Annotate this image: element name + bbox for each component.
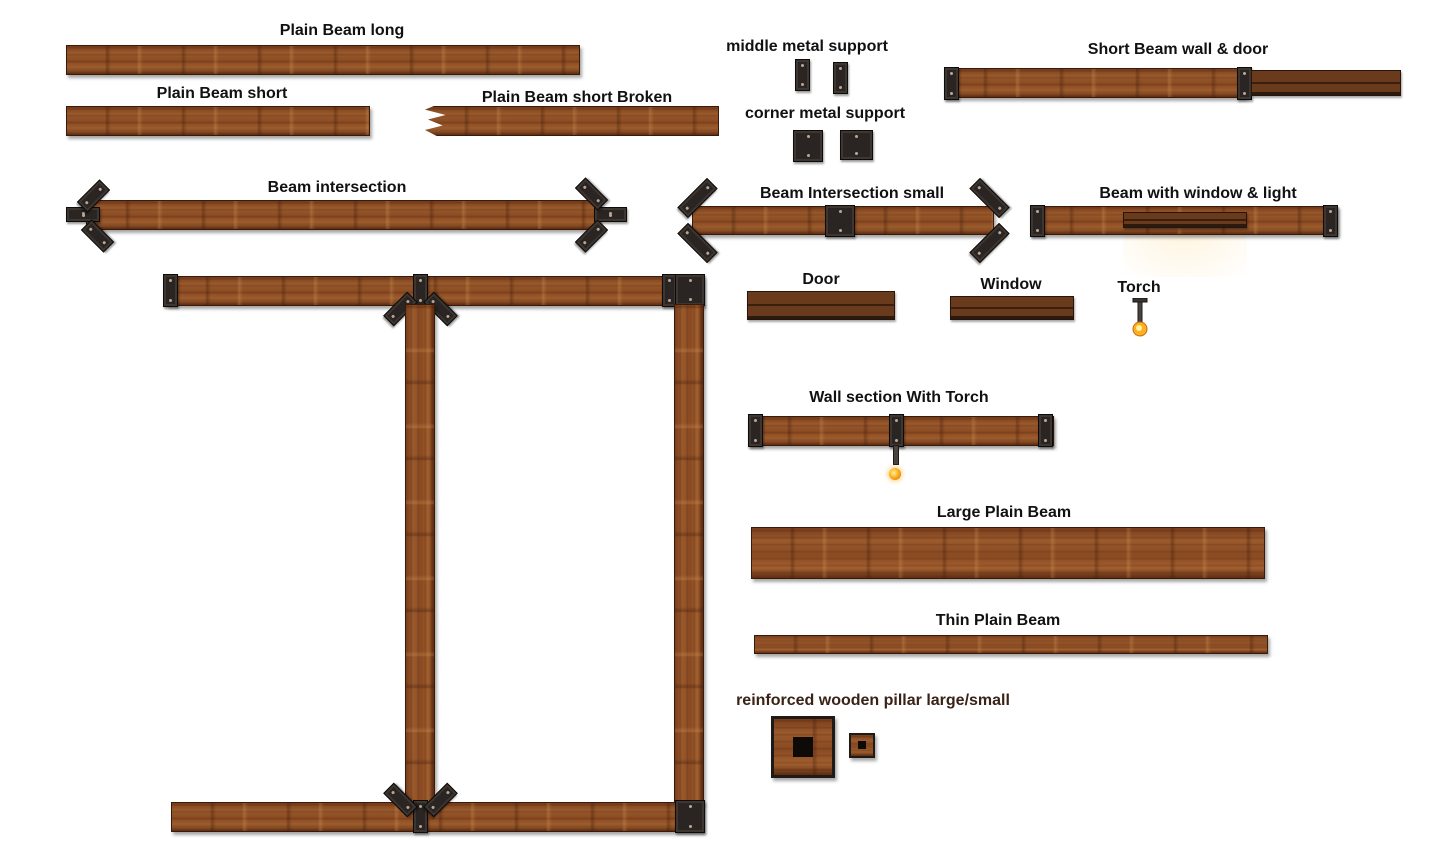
- wall-torch-right-support: [1038, 414, 1053, 447]
- label-torch: Torch: [1117, 279, 1161, 296]
- reinforced-wooden-pillar-small[interactable]: [849, 733, 875, 758]
- beam-intersection-small-mid-support: [825, 205, 855, 237]
- label-plain-beam-short: Plain Beam short: [156, 85, 288, 102]
- beam-intersection[interactable]: [86, 200, 600, 230]
- corner-metal-support-b[interactable]: [840, 130, 873, 160]
- corner-metal-support-a[interactable]: [793, 130, 823, 162]
- beam-window-right-support: [1323, 205, 1338, 237]
- label-plain-beam-short-broken: Plain Beam short Broken: [481, 89, 673, 106]
- pillar-large-core: [793, 737, 813, 757]
- plain-beam-long[interactable]: [66, 45, 580, 75]
- frame-bottom-right-corner-support: [675, 800, 705, 833]
- plain-beam-short-broken[interactable]: [425, 106, 719, 136]
- plain-beam-short[interactable]: [66, 106, 370, 136]
- wall-torch-mid-support: [889, 414, 904, 447]
- label-thin-plain-beam: Thin Plain Beam: [935, 612, 1061, 629]
- label-short-beam-wall-door: Short Beam wall & door: [1087, 41, 1269, 58]
- reinforced-wooden-pillar-large[interactable]: [771, 716, 835, 778]
- label-reinforced-wooden-pillar: reinforced wooden pillar large/small: [736, 692, 1010, 709]
- label-window: Window: [980, 276, 1042, 293]
- wall-torch-stem: [893, 445, 899, 465]
- wall-torch-left-support: [748, 414, 763, 447]
- window-light-glow: [1123, 232, 1247, 277]
- short-beam-mid-support: [1237, 67, 1252, 100]
- label-wall-section-with-torch: Wall section With Torch: [809, 389, 989, 406]
- large-plain-beam[interactable]: [751, 527, 1265, 579]
- torch-icon[interactable]: [1130, 298, 1150, 340]
- thin-plain-beam[interactable]: [754, 635, 1268, 654]
- beam-window-left-support: [1030, 205, 1045, 237]
- frame-top-left-support: [163, 274, 178, 307]
- torch-svg: [1132, 298, 1148, 337]
- label-beam-intersection: Beam intersection: [267, 179, 407, 196]
- label-middle-metal-support: middle metal support: [726, 38, 888, 55]
- window[interactable]: [950, 296, 1074, 320]
- short-beam-wall-section[interactable]: [944, 68, 1246, 98]
- label-beam-intersection-small: Beam Intersection small: [759, 185, 945, 202]
- flame-icon: [889, 468, 901, 480]
- label-plain-beam-long: Plain Beam long: [279, 22, 405, 39]
- door[interactable]: [747, 291, 895, 320]
- label-large-plain-beam: Large Plain Beam: [936, 504, 1072, 521]
- beam-intersection-left-support: [66, 207, 100, 222]
- label-door: Door: [802, 271, 840, 288]
- frame-center-pillar-beam[interactable]: [405, 304, 435, 804]
- frame-right-pillar-beam[interactable]: [674, 304, 704, 804]
- beam-window-frame: [1123, 212, 1247, 228]
- middle-metal-support-b[interactable]: [833, 62, 848, 94]
- label-corner-metal-support: corner metal support: [744, 105, 906, 122]
- label-beam-with-window-light: Beam with window & light: [1099, 185, 1297, 202]
- short-beam-door-section[interactable]: [1251, 70, 1401, 96]
- beam-intersection-right-support: [594, 207, 627, 222]
- short-beam-end-support: [944, 67, 959, 100]
- pillar-small-core: [858, 741, 866, 749]
- frame-top-right-corner-support: [675, 274, 705, 306]
- middle-metal-support-a[interactable]: [795, 59, 810, 91]
